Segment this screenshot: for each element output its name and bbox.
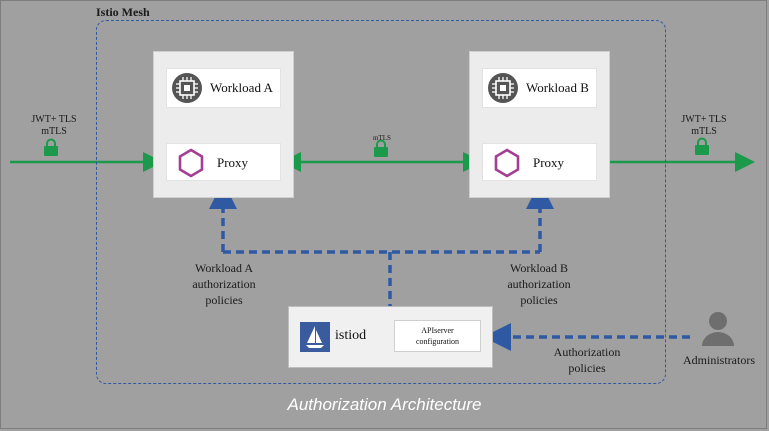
proxy-a-label: Proxy <box>217 155 249 170</box>
ingress-caption: JWT+ TLS mTLS <box>14 114 94 138</box>
admin-policies-caption: Authorization policies <box>530 344 644 376</box>
policies-b-line3: policies <box>520 293 558 307</box>
policies-a-line1: Workload A <box>194 261 254 275</box>
lock-icon <box>695 137 709 155</box>
chip-icon <box>488 73 518 103</box>
policies-b-caption: Workload B authorization policies <box>475 260 603 308</box>
egress-caption: JWT+ TLS mTLS <box>664 114 744 138</box>
api-line1: APIserver <box>421 326 454 335</box>
admin-policies-line2: policies <box>568 361 606 375</box>
workload-b-card: Workload B <box>482 68 597 108</box>
lock-icon <box>44 138 58 156</box>
proxy-b-label: Proxy <box>533 155 565 170</box>
istio-sail-icon <box>300 322 330 352</box>
policies-b-line1: Workload B <box>509 261 569 275</box>
chip-icon <box>172 73 202 103</box>
proxy-a-card: Proxy <box>166 143 281 181</box>
workload-b-label: Workload B <box>526 80 589 95</box>
policies-a-line2: authorization <box>192 277 256 291</box>
mtls-caption: mTLS <box>373 134 391 142</box>
admin-policies-line1: Authorization <box>553 345 621 359</box>
proxy-b-card: Proxy <box>482 143 597 181</box>
api-line2: configuration <box>415 337 460 346</box>
ingress-line2: mTLS <box>41 126 67 137</box>
administrators-label: Administrators <box>683 353 755 367</box>
policies-b-line2: authorization <box>507 277 571 291</box>
egress-line2: mTLS <box>691 126 717 137</box>
hexagon-proxy-icon <box>494 148 520 178</box>
egress-line1: JWT+ TLS <box>681 114 727 125</box>
istiod-label: istiod <box>335 328 367 343</box>
ingress-line1: JWT+ TLS <box>31 114 77 125</box>
hexagon-proxy-icon <box>178 148 204 178</box>
lock-icon <box>374 139 388 157</box>
policies-a-line3: policies <box>205 293 243 307</box>
api-server-config-box: APIserver configuration <box>394 320 481 352</box>
policies-a-caption: Workload A authorization policies <box>160 260 288 308</box>
person-icon <box>702 312 734 346</box>
mesh-label: Istio Mesh <box>96 5 150 19</box>
istio-mesh-boundary <box>96 20 666 384</box>
workload-a-card: Workload A <box>166 68 281 108</box>
diagram-title: Authorization Architecture <box>287 395 482 414</box>
workload-a-label: Workload A <box>210 80 273 95</box>
